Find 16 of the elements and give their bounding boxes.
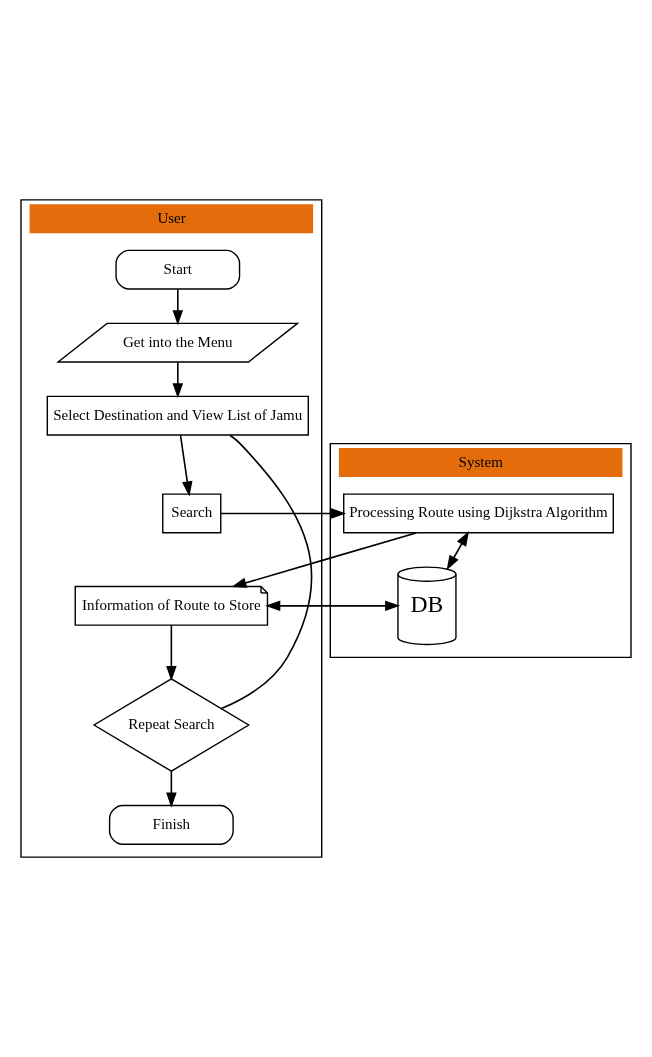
node-box: Finish bbox=[108, 804, 234, 845]
node-box: Start bbox=[115, 249, 241, 290]
node-diamond: Repeat Search bbox=[92, 678, 251, 772]
arrow bbox=[172, 361, 184, 399]
arrow bbox=[166, 624, 177, 681]
arrow bbox=[231, 532, 417, 588]
node-box: Search bbox=[162, 493, 222, 534]
node-box: Select Destination and View List of Jamu bbox=[46, 395, 309, 436]
arrow bbox=[179, 434, 193, 497]
arrow bbox=[220, 508, 347, 519]
arrow bbox=[172, 288, 184, 326]
arrow bbox=[166, 770, 177, 808]
arrow bbox=[265, 600, 401, 612]
node-box: Processing Route using Dijkstra Algorithm bbox=[343, 493, 614, 534]
connector bbox=[220, 434, 313, 710]
arrow bbox=[446, 531, 469, 571]
